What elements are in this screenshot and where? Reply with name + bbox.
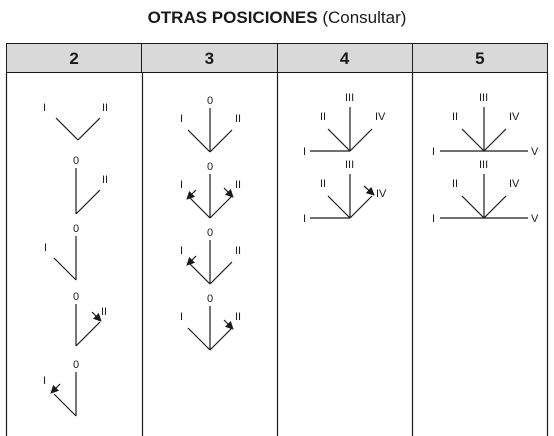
label-V: V xyxy=(531,213,539,225)
label-II: II xyxy=(320,111,326,123)
positions-table: 2 3 4 5 xyxy=(6,43,548,436)
label-II: II xyxy=(235,245,241,257)
label-IV: IV xyxy=(509,111,520,123)
diagram-c3-3 xyxy=(186,240,233,285)
diagram-c2-2 xyxy=(75,168,101,215)
label-III: III xyxy=(345,92,354,104)
label-I: I xyxy=(303,146,306,158)
diagram-c4-1 xyxy=(310,107,373,152)
col-header-2: 2 xyxy=(7,44,143,72)
label-I: I xyxy=(180,245,183,257)
page-title: OTRAS POSICIONES (Consultar) xyxy=(0,8,554,28)
label-II: II xyxy=(101,306,107,318)
diagram-c3-1 xyxy=(187,108,233,153)
label-II: II xyxy=(452,178,458,190)
label-IV: IV xyxy=(375,111,386,123)
label-0: 0 xyxy=(73,359,79,371)
label-III: III xyxy=(479,159,488,171)
label-II: II xyxy=(102,102,108,114)
diagram-c2-1 xyxy=(55,117,101,141)
diagram-labels: I II 0 II I 0 0 II I 0 I 0 II I 0 II I 0… xyxy=(43,92,539,387)
diagram-c3-2 xyxy=(186,174,234,219)
label-II: II xyxy=(235,113,241,125)
label-II: II xyxy=(320,178,326,190)
label-I: I xyxy=(43,375,46,387)
label-IV: IV xyxy=(376,188,387,200)
label-III: III xyxy=(479,92,488,104)
diagram-c4-2 xyxy=(310,174,375,219)
label-I: I xyxy=(432,213,435,225)
diagram-c5-1 xyxy=(440,107,528,152)
title-bold: OTRAS POSICIONES xyxy=(147,8,318,27)
diagram-c5-2 xyxy=(440,174,528,219)
col-header-4: 4 xyxy=(278,44,413,72)
label-0: 0 xyxy=(73,291,79,303)
label-I: I xyxy=(180,179,183,191)
label-0: 0 xyxy=(73,223,79,235)
label-I: I xyxy=(180,311,183,323)
label-0: 0 xyxy=(207,95,213,107)
title-rest: (Consultar) xyxy=(317,8,407,27)
label-I: I xyxy=(43,102,46,114)
col-header-3: 3 xyxy=(142,44,278,72)
diagram-c2-4 xyxy=(75,304,102,347)
label-I: I xyxy=(303,213,306,225)
label-I: I xyxy=(44,242,47,254)
label-0: 0 xyxy=(207,161,213,173)
label-II: II xyxy=(235,179,241,191)
label-III: III xyxy=(345,159,354,171)
diagram-c2-3 xyxy=(53,236,77,281)
table-header: 2 3 4 5 xyxy=(6,43,548,73)
label-IV: IV xyxy=(509,178,520,190)
label-I: I xyxy=(432,146,435,158)
label-0: 0 xyxy=(73,155,79,167)
label-0: 0 xyxy=(207,227,213,239)
label-I: I xyxy=(180,113,183,125)
diagram-c2-5 xyxy=(50,372,77,417)
label-II: II xyxy=(235,311,241,323)
label-II: II xyxy=(102,174,108,186)
diagram-c3-4 xyxy=(187,306,234,351)
label-II: II xyxy=(452,111,458,123)
label-V: V xyxy=(531,146,539,158)
label-0: 0 xyxy=(207,293,213,305)
col-header-5: 5 xyxy=(475,49,485,68)
